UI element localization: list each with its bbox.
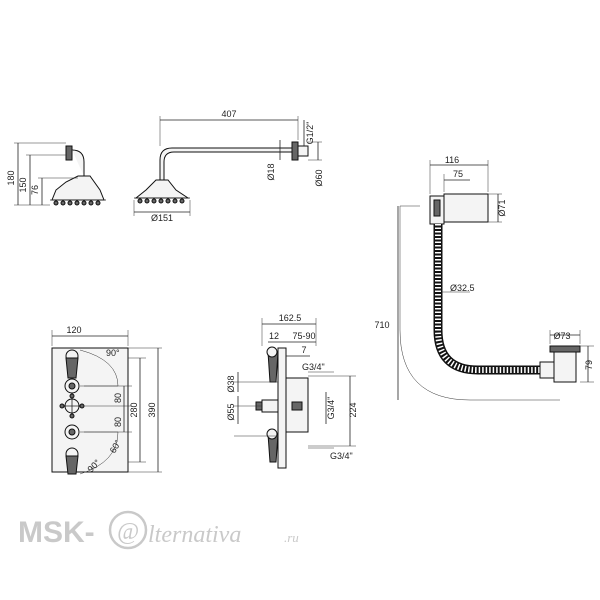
valve-front-view: 120 90° 80 80 280 390 60° 90° bbox=[51, 325, 162, 475]
dim-d71: Ø71 bbox=[497, 199, 507, 216]
watermark-suffix: lternativa bbox=[148, 522, 241, 548]
dim-79: 79 bbox=[584, 360, 594, 370]
side-valve-port bbox=[291, 401, 303, 411]
waste-body bbox=[553, 349, 577, 383]
shower-arm-curve bbox=[71, 149, 85, 176]
dim-d55: Ø55 bbox=[226, 403, 236, 420]
dim-d151: Ø151 bbox=[151, 213, 173, 223]
flexible-hose bbox=[433, 224, 540, 375]
dim-d32-5: Ø32.5 bbox=[450, 283, 475, 293]
side-wall-plate bbox=[277, 347, 287, 469]
dim-710: 710 bbox=[374, 320, 389, 330]
dim-80-upper: 80 bbox=[113, 393, 123, 403]
arc-top bbox=[79, 349, 119, 387]
valve-side-view: 162.5 12 75-90 7 G3/4" Ø38 Ø55 G3/4" 224… bbox=[226, 313, 358, 469]
dim-d73: Ø73 bbox=[553, 331, 570, 341]
dim-g34-bottom: G3/4" bbox=[330, 451, 353, 461]
dim-280: 280 bbox=[129, 402, 139, 417]
waste-cap bbox=[549, 345, 581, 353]
filler-knob bbox=[433, 199, 441, 217]
watermark-at: @ bbox=[117, 519, 139, 545]
dim-224: 224 bbox=[348, 402, 358, 417]
top-lever-handle bbox=[65, 357, 79, 379]
dim-g34-top: G3/4" bbox=[302, 362, 325, 372]
dim-12: 12 bbox=[269, 331, 279, 341]
side-centre-handle bbox=[261, 399, 279, 413]
dim-g34-middle: G3/4" bbox=[326, 397, 336, 420]
dim-80-lower: 80 bbox=[113, 417, 123, 427]
wall-flange bbox=[65, 145, 73, 161]
dim-d38: Ø38 bbox=[226, 375, 236, 392]
centre-cross-handle bbox=[59, 393, 85, 419]
dim-75-90: 75-90 bbox=[292, 331, 315, 341]
arm-wall-fitting bbox=[297, 145, 309, 157]
shower-arm-view: 407 G1/2" Ø18 Ø60 Ø151 bbox=[133, 109, 324, 223]
dim-162-5: 162.5 bbox=[279, 313, 302, 323]
dim-g12: G1/2" bbox=[305, 122, 315, 145]
arm-wall-flange bbox=[291, 141, 299, 161]
dim-120: 120 bbox=[66, 325, 81, 335]
dim-150: 150 bbox=[18, 177, 28, 192]
filler-spout-body bbox=[443, 193, 489, 223]
dim-d60: Ø60 bbox=[314, 169, 324, 186]
dim-180: 180 bbox=[6, 170, 16, 185]
shower-head bbox=[51, 175, 105, 201]
watermark: MSK- @ lternativa .ru bbox=[18, 510, 299, 550]
arm-shower-head bbox=[134, 179, 190, 199]
dim-116: 116 bbox=[445, 155, 459, 165]
dim-390: 390 bbox=[147, 402, 157, 417]
watermark-at-ring bbox=[108, 510, 148, 550]
overflow-pipe bbox=[399, 205, 560, 401]
dim-75: 75 bbox=[453, 169, 463, 179]
dim-76: 76 bbox=[30, 185, 40, 195]
watermark-prefix: MSK- bbox=[18, 516, 95, 549]
arc-bottom bbox=[79, 431, 119, 475]
waste-connector bbox=[539, 361, 555, 379]
bottom-lever-handle bbox=[65, 455, 79, 475]
bath-filler-view: 116 75 Ø71 Ø32.5 710 Ø73 79 bbox=[374, 155, 594, 401]
nozzle-row bbox=[53, 200, 101, 206]
dim-90-top: 90° bbox=[106, 348, 120, 358]
dim-7: 7 bbox=[301, 345, 306, 355]
valve-faceplate bbox=[51, 347, 129, 473]
dim-407: 407 bbox=[221, 109, 236, 119]
shower-head-side-view: 180 150 76 bbox=[6, 142, 106, 206]
arm-nozzle-row bbox=[137, 198, 185, 204]
dim-d18: Ø18 bbox=[266, 163, 276, 180]
watermark-tld: .ru bbox=[284, 530, 299, 545]
